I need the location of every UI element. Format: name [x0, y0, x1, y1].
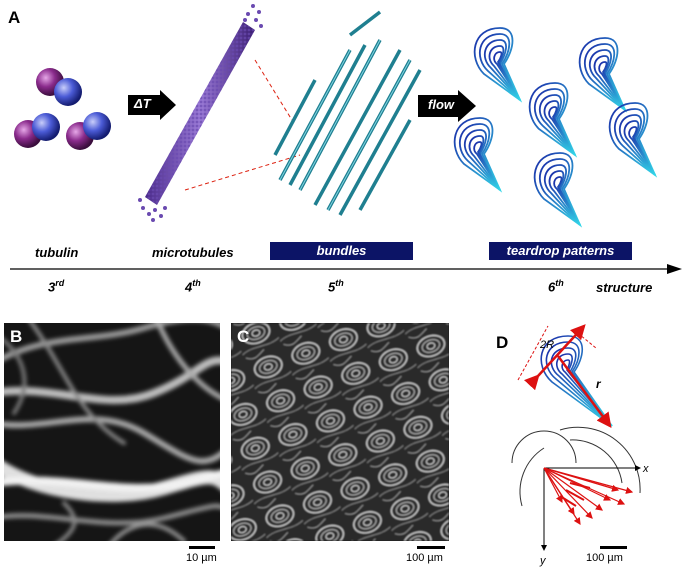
teardrop-fluorescence-image	[231, 323, 449, 541]
bundle-fluorescence-image	[4, 323, 220, 541]
scalebar-d	[600, 546, 627, 549]
stage-banner-teardrops: teardrop patterns	[489, 242, 632, 260]
scalebar-b-label: 10 µm	[186, 552, 217, 564]
scalebar-c	[417, 546, 445, 549]
r-vector-label: r	[596, 377, 602, 391]
axis-label-structure: structure	[596, 280, 652, 295]
scalebar-b	[189, 546, 215, 549]
teardrop-patterns-illustration	[440, 15, 685, 230]
scalebar-c-label: 100 µm	[406, 552, 443, 564]
scalebar-d-label: 100 µm	[586, 552, 623, 564]
bundles-illustration	[260, 10, 430, 225]
panel-c-micrograph: C	[231, 323, 449, 541]
order-label-4th: 4th	[185, 278, 201, 294]
stage-label-microtubules: microtubules	[152, 245, 234, 260]
x-axis-label: x	[642, 463, 649, 475]
y-axis-label: y	[539, 555, 547, 567]
panel-a-label: A	[8, 8, 20, 28]
two-r-label: 2R	[539, 339, 554, 351]
structure-axis-arrow	[10, 262, 685, 276]
order-label-6th: 6th	[548, 278, 564, 294]
panel-c-label: C	[237, 327, 249, 347]
order-label-3rd: 3rd	[48, 278, 64, 294]
panel-d-diagram: 2R r x y	[500, 318, 685, 568]
panel-b-micrograph: B	[4, 323, 220, 541]
order-label-5th: 5th	[328, 278, 344, 294]
stage-label-tubulin: tubulin	[35, 245, 78, 260]
panel-b-label: B	[10, 327, 22, 347]
tubulin-dimers-illustration	[0, 60, 130, 160]
stage-banner-bundles: bundles	[270, 242, 413, 260]
